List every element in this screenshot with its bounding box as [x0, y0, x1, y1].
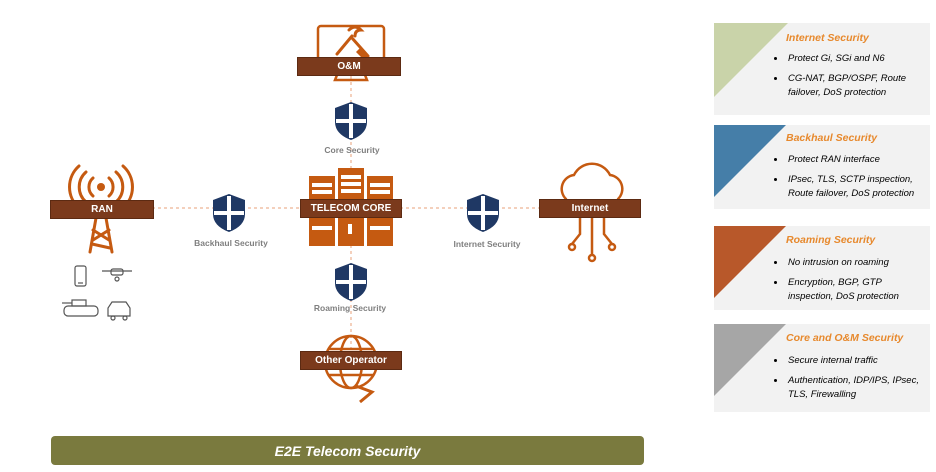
panel-backhaul-security: Backhaul Security Protect RAN interface …	[714, 125, 930, 209]
panel-bullet: Secure internal traffic	[786, 354, 926, 368]
panel-bullets: No intrusion on roaming Encryption, BGP,…	[772, 256, 926, 310]
core-node-label: TELECOM CORE	[310, 203, 392, 214]
panel-accent-triangle	[714, 226, 786, 298]
panel-bullets: Secure internal traffic Authentication, …	[772, 354, 926, 408]
panel-bullets: Protect Gi, SGi and N6 CG-NAT, BGP/OSPF,…	[772, 52, 932, 106]
panel-accent-triangle	[714, 125, 786, 197]
panel-core-om-security: Core and O&M Security Secure internal tr…	[714, 324, 930, 412]
panel-title: Core and O&M Security	[786, 332, 904, 344]
internet-security-shield-icon	[467, 194, 499, 232]
panel-bullet: Protect Gi, SGi and N6	[786, 52, 932, 66]
core-security-shield-icon	[335, 102, 367, 140]
panel-bullet: Protect RAN interface	[786, 153, 932, 167]
other-operator-node-label: Other Operator	[315, 355, 387, 366]
panel-bullet: IPsec, TLS, SCTP inspection, Route failo…	[786, 173, 932, 201]
cell-tower-icon	[68, 164, 134, 254]
roaming-security-label: Roaming Security	[313, 303, 387, 313]
tank-icon	[62, 299, 99, 317]
panel-title: Roaming Security	[786, 234, 876, 246]
cloud-network-icon	[560, 162, 624, 263]
core-security-label: Core Security	[324, 145, 380, 155]
panel-bullet: Encryption, BGP, GTP inspection, DoS pro…	[786, 276, 926, 304]
ran-node[interactable]: RAN	[50, 200, 154, 219]
panel-bullet: CG-NAT, BGP/OSPF, Route failover, DoS pr…	[786, 72, 932, 100]
panel-title: Backhaul Security	[786, 132, 878, 144]
internet-node-label: Internet	[571, 203, 609, 214]
device-icons	[62, 265, 132, 321]
panel-internet-security: Internet Security Protect Gi, SGi and N6…	[714, 23, 930, 115]
panel-accent-triangle	[714, 23, 788, 97]
om-node-label: O&M	[337, 61, 361, 72]
drone-icon	[102, 268, 132, 282]
backhaul-security-shield-icon	[213, 194, 245, 232]
panel-title: Internet Security	[786, 32, 869, 44]
panel-accent-triangle	[714, 324, 786, 396]
roaming-security-shield-icon	[335, 263, 367, 301]
panel-roaming-security: Roaming Security No intrusion on roaming…	[714, 226, 930, 310]
other-operator-node[interactable]: Other Operator	[300, 351, 402, 370]
panel-bullets: Protect RAN interface IPsec, TLS, SCTP i…	[772, 153, 932, 207]
ran-node-label: RAN	[91, 204, 113, 215]
panel-bullet: No intrusion on roaming	[786, 256, 926, 270]
footer-title-bar: E2E Telecom Security	[51, 436, 644, 465]
om-node[interactable]: O&M	[297, 57, 401, 76]
internet-node[interactable]: Internet	[539, 199, 641, 218]
footer-title: E2E Telecom Security	[274, 442, 421, 459]
backhaul-security-label: Backhaul Security	[194, 238, 268, 248]
panel-bullet: Authentication, IDP/IPS, IPsec, TLS, Fir…	[786, 374, 926, 402]
car-icon	[107, 301, 131, 321]
core-node[interactable]: TELECOM CORE	[300, 199, 402, 218]
internet-security-label: Internet Security	[453, 239, 521, 249]
